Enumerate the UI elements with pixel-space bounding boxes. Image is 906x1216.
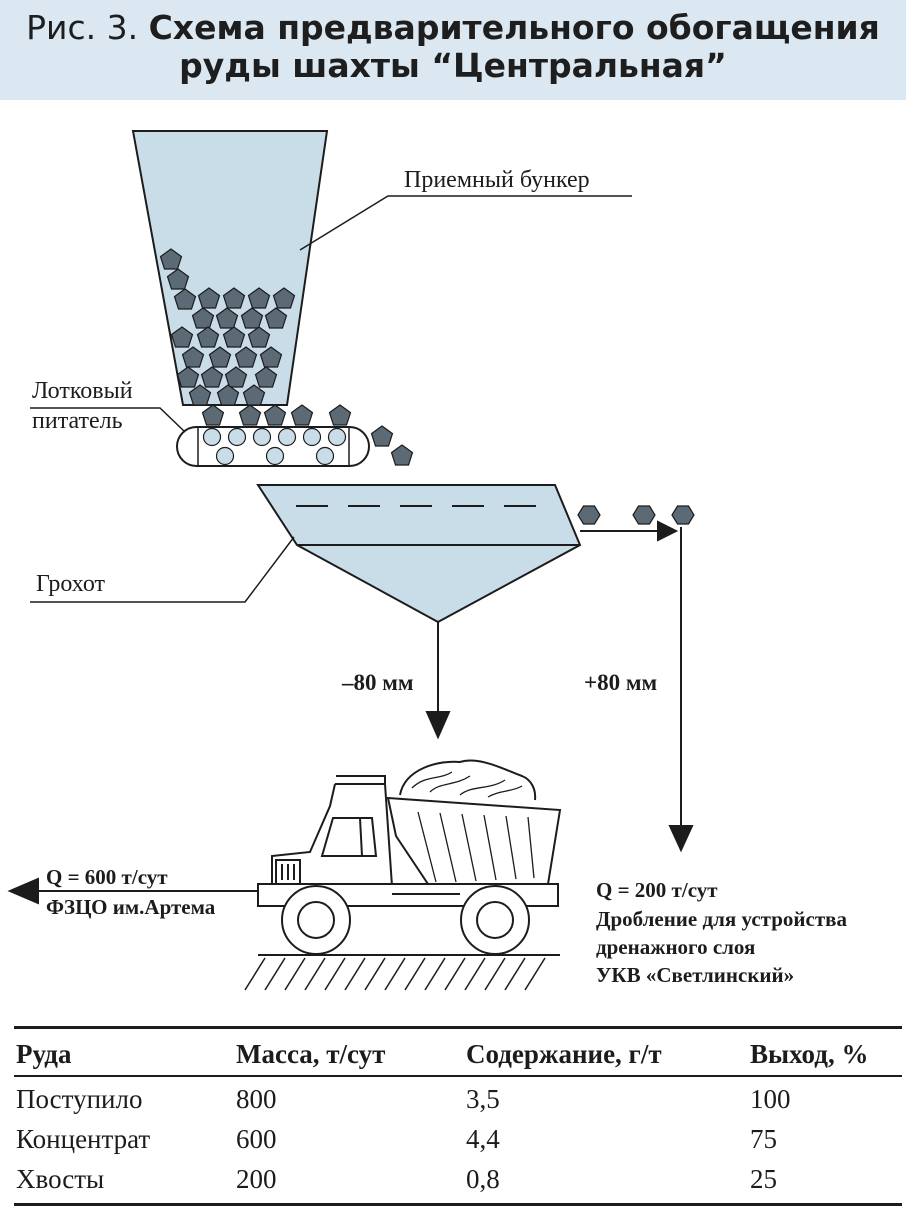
feeder-leader [30, 407, 186, 433]
left-output-line-1: Q = 600 т/сут [46, 865, 168, 889]
screen-leader [30, 536, 295, 603]
cell-yield: 75 [750, 1124, 777, 1154]
flow-diagram: Приемный бункер Лотковый питатель Грохот… [7, 130, 847, 991]
header-yield: Выход, % [750, 1039, 869, 1069]
table-header-row: Руда Масса, т/сут Содержание, г/т Выход,… [14, 1029, 902, 1075]
cell-ore: Хвосты [16, 1164, 105, 1194]
figure-title-line-2: руды шахты “Центральная” [0, 46, 906, 85]
cell-ore: Концентрат [16, 1124, 151, 1154]
cell-mass: 600 [236, 1124, 277, 1154]
label-feeder-line-1: Лотковый [32, 378, 133, 404]
table-bottom-rule [14, 1203, 902, 1206]
ore-heap [399, 759, 537, 801]
cell-content: 4,4 [466, 1124, 500, 1154]
oversize-arrow [580, 520, 694, 853]
figure-title-part-1: Схема предварительного обогащения [148, 8, 880, 47]
oversize-rocks [577, 505, 695, 525]
label-screen: Грохот [36, 571, 106, 597]
table-top-rule [14, 1026, 902, 1029]
label-fine-fraction: –80 мм [341, 670, 414, 695]
right-output-line-1: Q = 200 т/сут [596, 878, 718, 902]
table-header-rule [14, 1075, 902, 1077]
cell-ore: Поступило [16, 1084, 143, 1114]
front-wheel [281, 885, 351, 955]
label-coarse-fraction: +80 мм [584, 670, 657, 695]
left-output-arrow [7, 877, 258, 905]
figure-number: Рис. 3. [26, 8, 139, 47]
label-bunker: Приемный бункер [404, 167, 590, 193]
dump-truck [257, 759, 562, 955]
cell-content: 0,8 [466, 1164, 500, 1194]
cell-yield: 25 [750, 1164, 777, 1194]
bunker-leader [299, 195, 632, 251]
right-output-line-2: Дробление для устройства [596, 907, 847, 931]
cell-mass: 200 [236, 1164, 277, 1194]
header-content: Содержание, г/т [466, 1039, 662, 1069]
cell-content: 3,5 [466, 1084, 500, 1114]
cell-yield: 100 [750, 1084, 791, 1114]
figure-title-part-2: руды шахты “Центральная” [179, 46, 727, 85]
undersize-arrow [425, 622, 451, 740]
figure-header: Рис. 3. Схема предварительного обогащени… [0, 0, 906, 100]
header-mass: Масса, т/сут [236, 1039, 386, 1069]
figure-title-line-1: Рис. 3. Схема предварительного обогащени… [0, 8, 906, 47]
feeder-rollers [202, 427, 347, 466]
table-row: Поступило 800 3,5 100 [14, 1077, 902, 1117]
header-ore: Руда [16, 1039, 72, 1069]
table-row: Концентрат 600 4,4 75 [14, 1117, 902, 1157]
table-row: Хвосты 200 0,8 25 [14, 1157, 902, 1197]
right-output-line-3: дренажного слоя [596, 935, 755, 959]
ore-heap-texture [411, 771, 523, 798]
cell-mass: 800 [236, 1084, 277, 1114]
receiving-hopper [131, 130, 329, 406]
truck-cab [271, 783, 394, 887]
right-output-line-4: УКВ «Светлинский» [596, 963, 794, 987]
ground [244, 954, 560, 991]
left-output-line-2: ФЗЦО им.Артема [46, 895, 216, 919]
label-feeder-line-2: питатель [32, 408, 123, 434]
results-table: Руда Масса, т/сут Содержание, г/т Выход,… [14, 1026, 902, 1206]
screen [256, 484, 582, 624]
rear-wheel [460, 885, 530, 955]
